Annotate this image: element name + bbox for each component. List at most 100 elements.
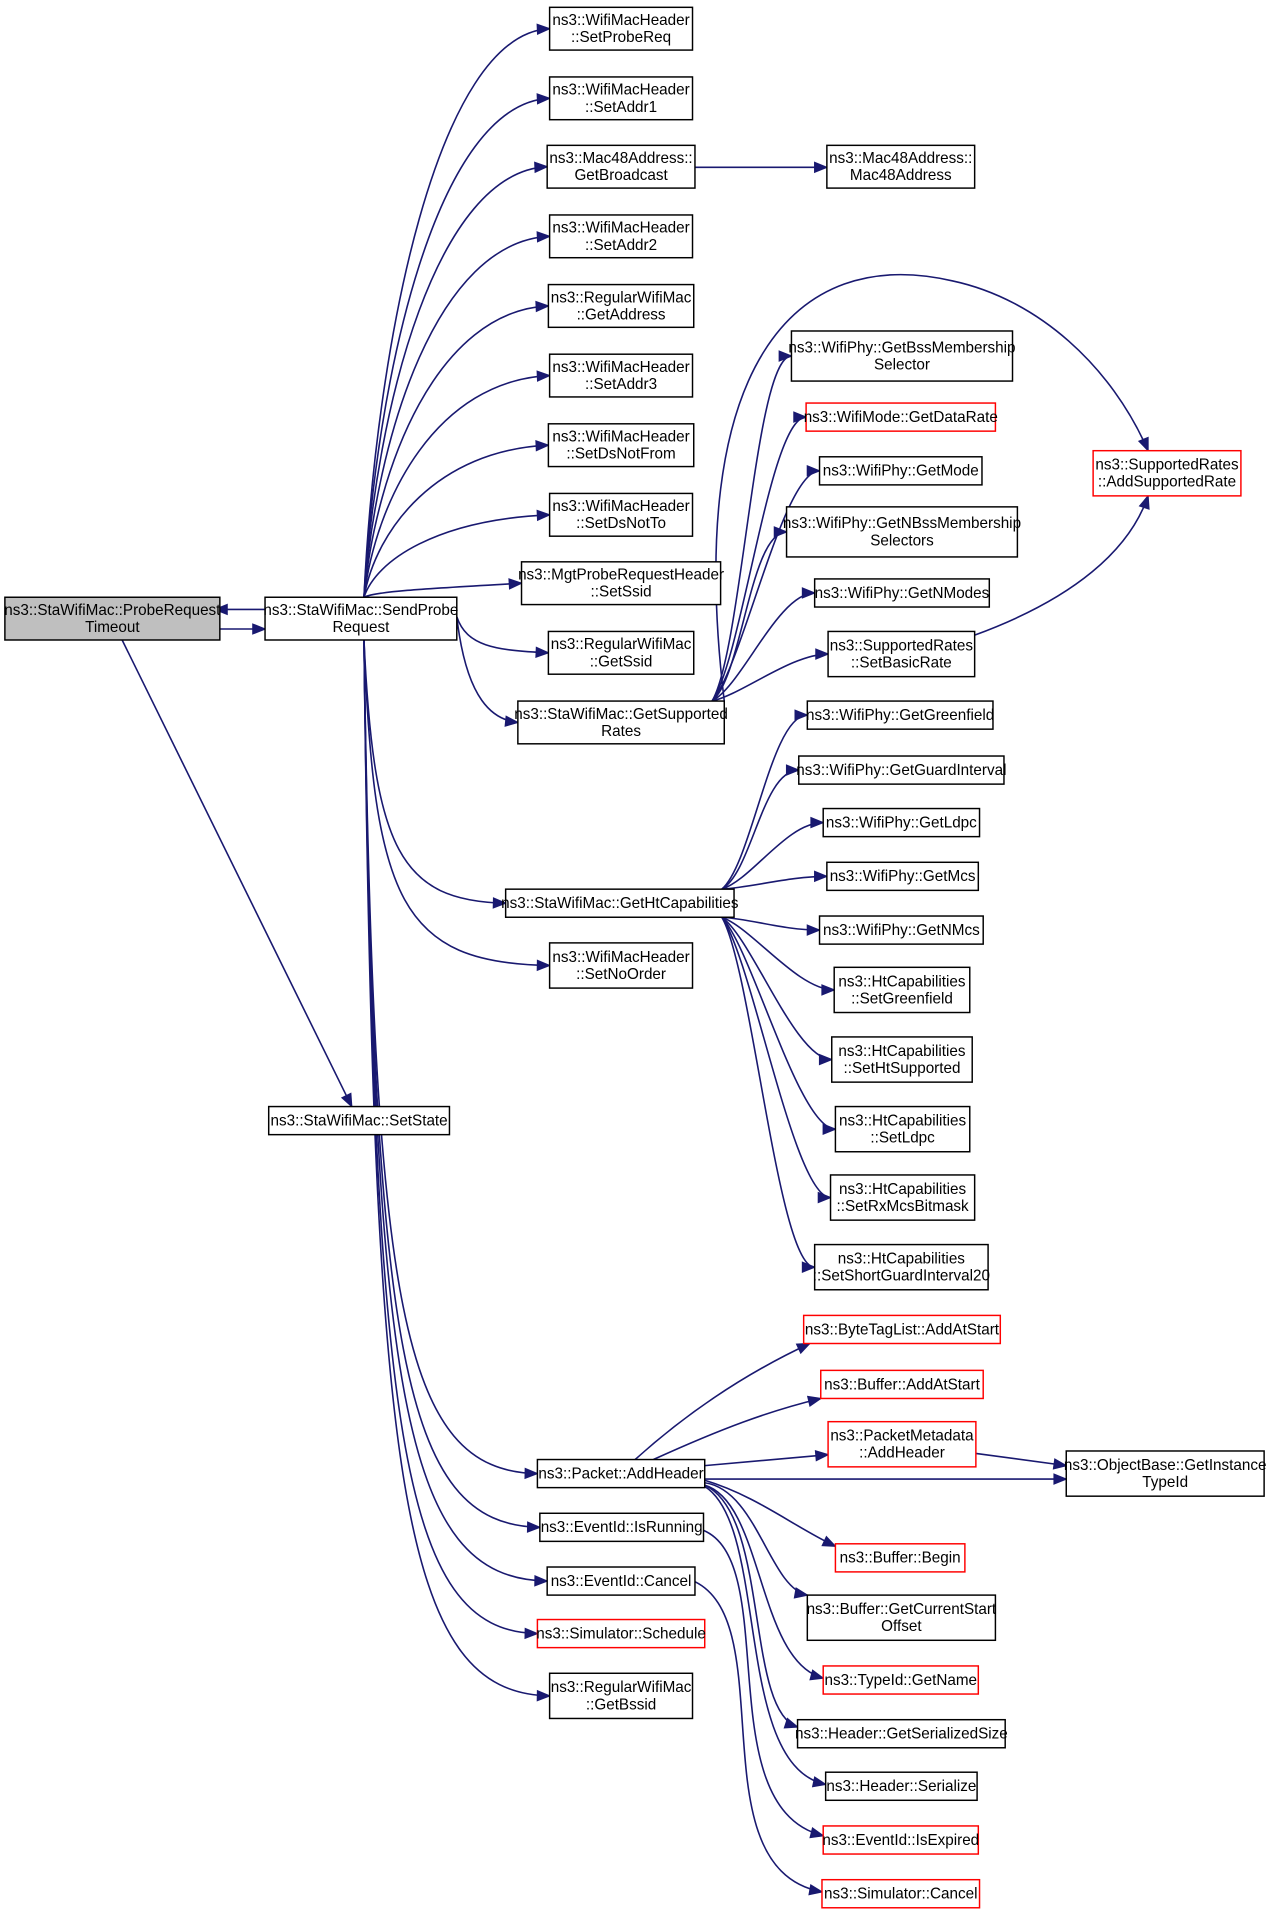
node-setssid[interactable]: ns3::MgtProbeRequestHeader::SetSsid — [518, 561, 724, 606]
node-addheader[interactable]: ns3::Packet::AddHeader — [536, 1458, 706, 1489]
node-bytetagaddatstart[interactable]: ns3::ByteTagList::AddAtStart — [802, 1314, 1002, 1345]
node-addsupportedrate[interactable]: ns3::SupportedRates::AddSupportedRate — [1092, 449, 1242, 497]
node-box[interactable] — [834, 1543, 966, 1573]
node-headerserialize[interactable]: ns3::Header::Serialize — [824, 1771, 978, 1802]
node-eventcancel[interactable]: ns3::EventId::Cancel — [546, 1566, 696, 1596]
node-box[interactable] — [827, 630, 976, 678]
node-box[interactable] — [826, 144, 976, 189]
node-getnmodes[interactable]: ns3::WifiPhy::GetNModes — [813, 578, 991, 608]
node-box[interactable] — [806, 700, 994, 730]
node-box[interactable] — [548, 942, 694, 989]
node-packetmetaaddheader[interactable]: ns3::PacketMetadata::AddHeader — [827, 1420, 977, 1468]
node-setshortguard[interactable]: ns3::HtCapabilities::SetShortGuardInterv… — [813, 1243, 990, 1291]
node-setprobereq[interactable]: ns3::WifiMacHeader::SetProbeReq — [548, 6, 694, 51]
node-box[interactable] — [520, 561, 722, 606]
node-gethtcapabilities[interactable]: ns3::StaWifiMac::GetHtCapabilities — [501, 888, 739, 918]
node-getldpc[interactable]: ns3::WifiPhy::GetLdpc — [822, 807, 981, 838]
node-box[interactable] — [785, 506, 1019, 558]
node-setstate[interactable]: ns3::StaWifiMac::SetState — [267, 1105, 451, 1136]
node-isexpired[interactable]: ns3::EventId::IsExpired — [822, 1825, 980, 1855]
node-mac48address[interactable]: ns3::Mac48Address::Mac48Address — [826, 144, 976, 189]
node-setnoorder[interactable]: ns3::WifiMacHeader::SetNoOrder — [548, 942, 694, 989]
node-box[interactable] — [517, 700, 726, 745]
node-box[interactable] — [813, 578, 991, 608]
node-bufferaddatstart[interactable]: ns3::Buffer::AddAtStart — [820, 1369, 984, 1400]
node-box[interactable] — [1065, 1450, 1265, 1497]
node-setgreenfield[interactable]: ns3::HtCapabilities::SetGreenfield — [833, 966, 971, 1014]
node-box[interactable] — [4, 596, 221, 641]
node-box[interactable] — [822, 1665, 980, 1695]
node-getmcs[interactable]: ns3::WifiPhy::GetMcs — [826, 861, 980, 892]
node-getguardinterval[interactable]: ns3::WifiPhy::GetGuardInterval — [796, 755, 1006, 785]
node-box[interactable] — [822, 1825, 980, 1855]
node-simschedule[interactable]: ns3::Simulator::Schedule — [536, 1618, 706, 1649]
node-box[interactable] — [267, 1105, 451, 1136]
node-setaddr3[interactable]: ns3::WifiMacHeader::SetAddr3 — [548, 353, 694, 398]
node-setaddr2[interactable]: ns3::WifiMacHeader::SetAddr2 — [548, 214, 694, 259]
node-getbssid[interactable]: ns3::RegularWifiMac::GetBssid — [548, 1672, 694, 1720]
node-box[interactable] — [813, 1243, 989, 1291]
node-box[interactable] — [822, 807, 981, 838]
node-box[interactable] — [548, 76, 694, 121]
node-box[interactable] — [802, 1314, 1002, 1345]
node-setdsnotfrom[interactable]: ns3::WifiMacHeader::SetDsNotFrom — [547, 423, 695, 468]
node-setbasicrate[interactable]: ns3::SupportedRates::SetBasicRate — [827, 630, 976, 678]
node-box[interactable] — [546, 144, 696, 189]
node-box[interactable] — [548, 6, 694, 51]
node-box[interactable] — [536, 1458, 706, 1489]
node-setaddr1[interactable]: ns3::WifiMacHeader::SetAddr1 — [548, 76, 694, 121]
node-box[interactable] — [547, 630, 695, 675]
node-box[interactable] — [829, 1174, 976, 1221]
node-box[interactable] — [798, 755, 1005, 785]
node-box[interactable] — [820, 1369, 984, 1400]
node-setrxmcsbitmask[interactable]: ns3::HtCapabilities::SetRxMcsBitmask — [829, 1174, 976, 1221]
node-box[interactable] — [546, 1566, 696, 1596]
node-simcancel[interactable]: ns3::Simulator::Cancel — [821, 1878, 981, 1909]
node-box[interactable] — [805, 402, 997, 432]
node-box[interactable] — [831, 1036, 973, 1083]
node-box[interactable] — [548, 1672, 694, 1720]
node-getserializedsize[interactable]: ns3::Header::GetSerializedSize — [795, 1718, 1008, 1749]
node-getnmcs[interactable]: ns3::WifiPhy::GetNMcs — [818, 915, 984, 945]
node-setdsnotto[interactable]: ns3::WifiMacHeader::SetDsNotTo — [548, 492, 694, 537]
node-getmode[interactable]: ns3::WifiPhy::GetMode — [818, 456, 983, 486]
node-box[interactable] — [504, 888, 735, 918]
node-typeidgetname[interactable]: ns3::TypeId::GetName — [822, 1665, 980, 1695]
node-box[interactable] — [824, 1771, 978, 1802]
node-box[interactable] — [806, 1594, 997, 1642]
node-getaddress[interactable]: ns3::RegularWifiMac::GetAddress — [547, 283, 695, 329]
node-box[interactable] — [264, 596, 458, 641]
node-bufferbegin[interactable]: ns3::Buffer::Begin — [834, 1543, 966, 1573]
node-box[interactable] — [834, 1105, 971, 1153]
node-setldpc[interactable]: ns3::HtCapabilities::SetLdpc — [834, 1105, 971, 1153]
node-box[interactable] — [547, 423, 695, 468]
node-getgreenfield[interactable]: ns3::WifiPhy::GetGreenfield — [806, 700, 994, 730]
node-box[interactable] — [548, 353, 694, 398]
node-box[interactable] — [833, 966, 971, 1014]
node-isrunning[interactable]: ns3::EventId::IsRunning — [539, 1512, 705, 1543]
node-box[interactable] — [790, 330, 1014, 382]
node-box[interactable] — [818, 915, 984, 945]
node-box[interactable] — [796, 1718, 1006, 1749]
node-box[interactable] — [821, 1878, 981, 1909]
node-getbroadcast[interactable]: ns3::Mac48Address::GetBroadcast — [546, 144, 696, 189]
node-getdatarate[interactable]: ns3::WifiMode::GetDataRate — [804, 402, 998, 432]
node-box[interactable] — [548, 214, 694, 259]
node-box[interactable] — [1092, 449, 1242, 497]
node-box[interactable] — [827, 1420, 977, 1468]
node-sethtsupported[interactable]: ns3::HtCapabilities::SetHtSupported — [831, 1036, 973, 1083]
node-box[interactable] — [818, 456, 983, 486]
node-box[interactable] — [547, 283, 695, 329]
node-box[interactable] — [536, 1618, 706, 1649]
node-box[interactable] — [539, 1512, 705, 1543]
node-box[interactable] — [548, 492, 694, 537]
node-box[interactable] — [826, 861, 980, 892]
node-getssid[interactable]: ns3::RegularWifiMac::GetSsid — [547, 630, 695, 675]
